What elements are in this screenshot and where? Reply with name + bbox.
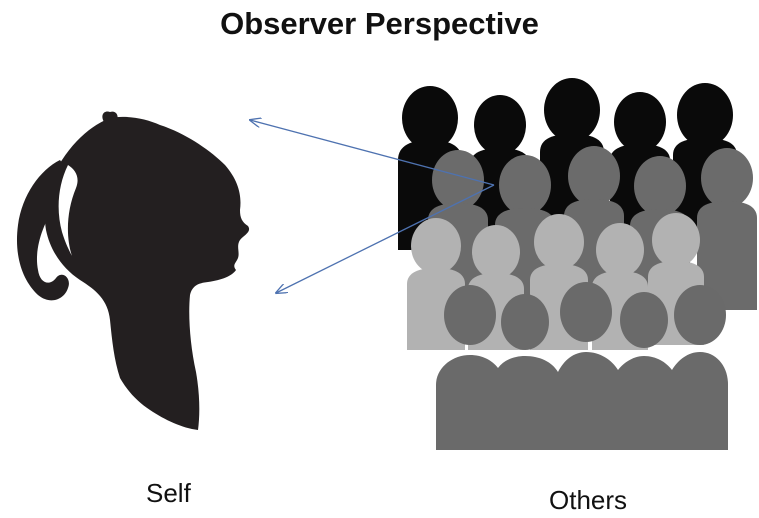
observer-arrows bbox=[250, 120, 495, 293]
arrow-to-head bbox=[250, 120, 495, 186]
ponytail-gap-shape bbox=[58, 165, 78, 256]
arrow-to-body bbox=[276, 184, 495, 293]
diagram-title: Observer Perspective bbox=[220, 6, 539, 41]
self-silhouette-icon bbox=[16, 111, 250, 430]
crowd-front-row bbox=[436, 282, 728, 450]
others-label: Others bbox=[549, 485, 628, 515]
crowd-icon bbox=[398, 78, 757, 450]
self-label: Self bbox=[146, 478, 191, 508]
